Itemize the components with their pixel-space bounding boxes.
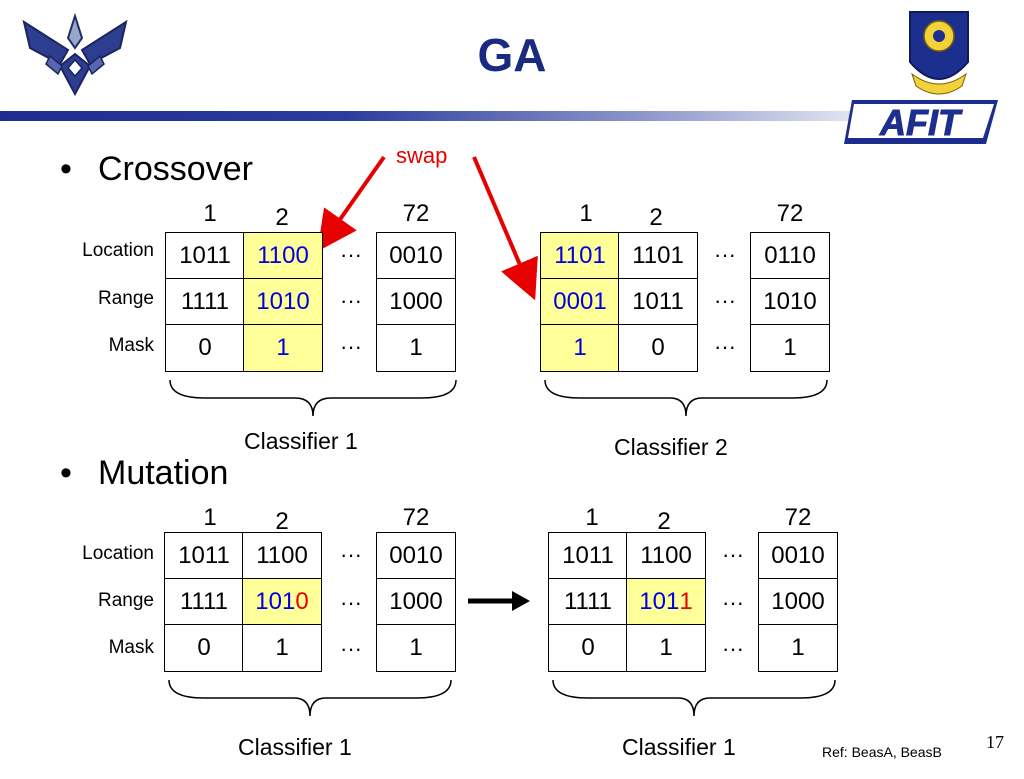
m2-rng-72: 1000	[758, 578, 838, 626]
ellipsis: ···	[714, 242, 736, 267]
ellipsis: ···	[714, 334, 736, 359]
brace	[552, 679, 836, 717]
air-force-wings-logo	[22, 12, 128, 97]
m2-rng-1: 1111	[548, 578, 628, 626]
c1-msk-2: 1	[243, 324, 323, 372]
m2-loc-2: 1100	[626, 532, 706, 580]
ellipsis: ···	[340, 590, 362, 615]
m2-msk-72: 1	[758, 624, 838, 672]
swap-arrow-left	[317, 155, 386, 252]
c1-rng-1: 1111	[165, 278, 245, 326]
swap-arrow-right	[472, 156, 538, 301]
index-1: 1	[585, 504, 599, 531]
m1-loc-1: 1011	[164, 532, 244, 580]
m2-loc-72: 0010	[758, 532, 838, 580]
row-label-mask: Mask	[108, 335, 154, 356]
index-1: 1	[203, 200, 217, 227]
m1-loc-2: 1100	[242, 532, 322, 580]
m1-msk-72: 1	[376, 624, 456, 672]
afit-crest-logo: AFIT	[844, 11, 998, 144]
index-72: 72	[402, 504, 430, 531]
row-label-location: Location	[82, 240, 154, 261]
m1-msk-2: 1	[242, 624, 322, 672]
c2-loc-2: 1101	[618, 232, 698, 280]
ellipsis: ···	[340, 242, 362, 267]
brace	[169, 379, 457, 417]
crossover-bullet: •Crossover	[60, 150, 253, 188]
c1-msk-72: 1	[376, 324, 456, 372]
m1-loc-72: 0010	[376, 532, 456, 580]
page-number: 17	[986, 732, 1004, 752]
mutation-label: Mutation	[98, 454, 229, 492]
row-label-location: Location	[82, 543, 154, 564]
index-72: 72	[776, 200, 804, 227]
ellipsis: ···	[340, 334, 362, 359]
brace	[544, 379, 828, 417]
swap-arrows	[317, 155, 538, 301]
index-1: 1	[579, 200, 593, 227]
row-label-range: Range	[98, 590, 154, 611]
ellipsis: ···	[714, 288, 736, 313]
row-label-mask: Mask	[108, 637, 154, 658]
c1-loc-1: 1011	[165, 232, 245, 280]
index-2: 2	[275, 508, 289, 535]
brace	[168, 679, 452, 717]
ellipsis: ···	[722, 636, 744, 661]
swap-label: swap	[396, 143, 448, 168]
slide-title: GA	[477, 29, 547, 81]
mutation-after-caption: Classifier 1	[622, 734, 736, 760]
row-label-range: Range	[98, 288, 154, 309]
index-2: 2	[649, 204, 663, 231]
c2-msk-1: 1	[540, 324, 620, 372]
ellipsis: ···	[340, 636, 362, 661]
ellipsis: ···	[340, 542, 362, 567]
mutation-bullet: •Mutation	[60, 454, 229, 492]
right-arrow-icon	[468, 591, 530, 611]
mutation-before-caption: Classifier 1	[238, 734, 352, 760]
index-2: 2	[657, 508, 671, 535]
afit-text: AFIT	[879, 102, 963, 143]
c2-rng-1: 0001	[540, 278, 620, 326]
index-2: 2	[275, 204, 289, 231]
c2-loc-1: 1101	[540, 232, 620, 280]
c2-msk-2: 0	[618, 324, 698, 372]
m2-msk-1: 0	[548, 624, 628, 672]
reference-note: Ref: BeasA, BeasB	[822, 744, 942, 760]
title-band	[0, 111, 860, 121]
m2-msk-2: 1	[626, 624, 706, 672]
m1-rng-1: 1111	[164, 578, 244, 626]
index-72: 72	[402, 200, 430, 227]
c2-rng-72: 1010	[750, 278, 830, 326]
m2-loc-1: 1011	[548, 532, 628, 580]
crossover-classifier2-caption: Classifier 2	[614, 434, 728, 460]
c2-msk-72: 1	[750, 324, 830, 372]
c1-loc-2: 1100	[243, 232, 323, 280]
ellipsis: ···	[722, 590, 744, 615]
c1-rng-2: 1010	[243, 278, 323, 326]
mutated-bit: 1	[679, 588, 693, 615]
c1-msk-1: 0	[165, 324, 245, 372]
crossover-classifier1-caption: Classifier 1	[244, 428, 358, 454]
c2-loc-72: 0110	[750, 232, 830, 280]
c1-loc-72: 0010	[376, 232, 456, 280]
c2-rng-2: 1011	[618, 278, 698, 326]
m1-rng-72: 1000	[376, 578, 456, 626]
c1-rng-72: 1000	[376, 278, 456, 326]
crossover-label: Crossover	[98, 150, 253, 188]
m1-msk-1: 0	[164, 624, 244, 672]
index-1: 1	[203, 504, 217, 531]
ellipsis: ···	[722, 542, 744, 567]
ellipsis: ···	[340, 288, 362, 313]
index-72: 72	[784, 504, 812, 531]
mutated-bit: 0	[295, 588, 309, 615]
